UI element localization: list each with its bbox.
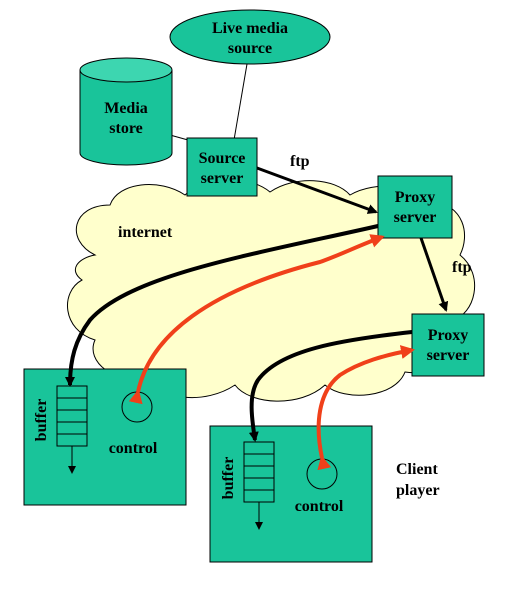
control-circle-1 (121, 391, 153, 423)
media-store-line2: store (109, 120, 142, 137)
client-player-1: buffer control (23, 368, 187, 506)
live-media-source-line2: source (228, 40, 272, 57)
client-player-2: buffer control (209, 425, 373, 563)
buffer-queue-1 (56, 385, 88, 447)
media-store-line1: Media (104, 100, 148, 117)
internet-label: internet (118, 224, 173, 241)
live-media-source-line1: Live media (212, 20, 288, 37)
proxy-server-1-line2: server (394, 209, 437, 226)
control-arrow-client-1 (128, 234, 385, 405)
proxy-server-1: Proxy server (377, 175, 453, 239)
live-media-source: Live media source (169, 9, 331, 65)
proxy-server-2-line1: Proxy (428, 327, 469, 344)
buffer-label-1: buffer (33, 399, 50, 442)
client-player-caption-line1: Client (396, 461, 438, 478)
source-server: Source server (186, 137, 258, 197)
proxy-server-2-line2: server (427, 347, 470, 364)
proxy-server-1-line1: Proxy (395, 189, 436, 206)
control-circle-2 (306, 458, 338, 490)
control-label-2: control (295, 498, 344, 515)
source-server-line1: Source (199, 150, 246, 167)
control-arrow-client-2 (316, 345, 415, 471)
source-server-line2: server (201, 170, 244, 187)
client-player-caption-line2: player (396, 482, 440, 499)
ftp-label-2: ftp (452, 259, 472, 276)
media-store: Media store (79, 57, 173, 166)
control-label-1: control (109, 440, 158, 457)
proxy-server-2: Proxy server (411, 313, 485, 377)
buffer-label-2: buffer (220, 457, 237, 500)
source-link (233, 63, 248, 141)
ftp-arrow-1 (256, 166, 378, 214)
ftp-arrow-2 (419, 237, 449, 312)
buffer-queue-2 (243, 441, 275, 503)
store-link (169, 134, 189, 141)
ftp-label-1: ftp (290, 153, 310, 170)
